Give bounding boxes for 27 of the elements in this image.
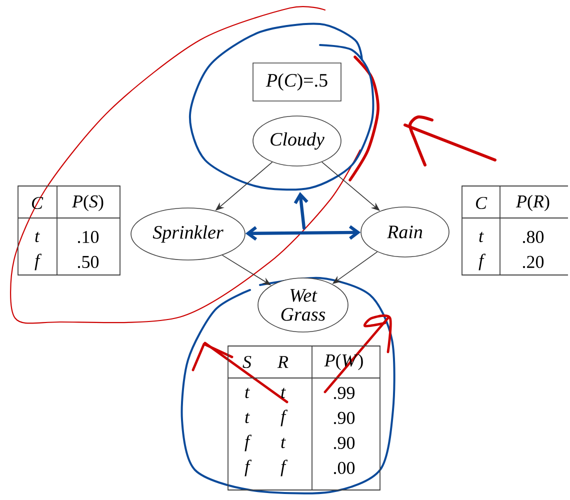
- table-cell: f: [244, 460, 252, 476]
- probability-box: P(C)=.5: [252, 62, 342, 102]
- table-cell: .50: [78, 256, 99, 268]
- table-cell: f: [478, 254, 486, 270]
- table-cell: P(S): [72, 194, 104, 212]
- table-cell: f: [34, 254, 42, 270]
- table-cell: .00: [334, 462, 355, 474]
- table-cell: .90: [334, 412, 355, 424]
- table-cell: C: [476, 196, 488, 210]
- table-cell: t: [281, 388, 286, 398]
- table-cell: .20: [522, 256, 544, 268]
- table-cell: f: [280, 410, 288, 426]
- table-cell: t: [245, 412, 250, 424]
- table-cell: R: [277, 356, 288, 368]
- table-cell: t: [479, 232, 484, 242]
- table-cell: P(R): [516, 194, 550, 212]
- table-cell: t: [281, 438, 286, 448]
- table-cell: t: [35, 232, 40, 242]
- table-cell: f: [244, 434, 252, 452]
- table-cell: .99: [334, 386, 355, 400]
- table-cell: t: [245, 388, 250, 398]
- table-cell: .10: [78, 230, 99, 244]
- table-cell: .80: [522, 230, 544, 244]
- table-cell: f: [280, 460, 288, 476]
- table-cell: S: [242, 356, 252, 368]
- table-cell: .90: [334, 436, 355, 450]
- arrow: [245, 225, 361, 241]
